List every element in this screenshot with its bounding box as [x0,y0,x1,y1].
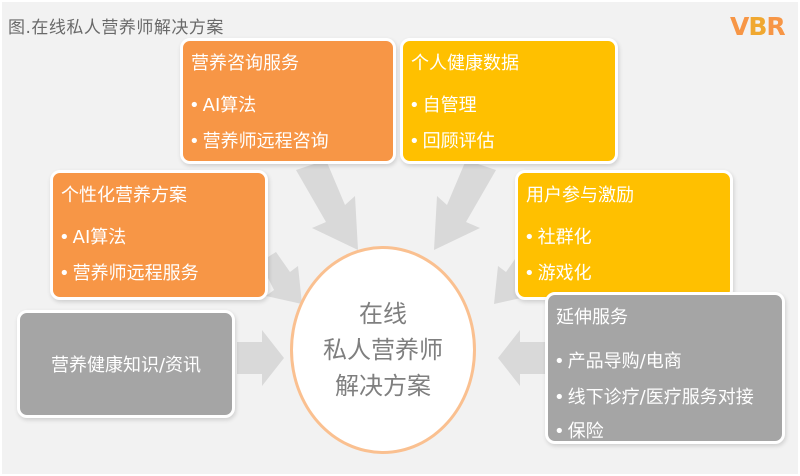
logo-letter-r: R [766,12,785,41]
box-head: 延伸服务 [556,307,628,328]
box-head: 营养健康知识/资讯 [50,355,202,376]
box-head: 营养咨询服务 [191,53,299,74]
box-item: 营养师远程服务 [59,259,199,285]
arrow-from-knowledge [237,330,284,386]
box-item: 营养师远程咨询 [189,127,329,153]
box-item: AI算法 [189,91,257,117]
box-item: 自管理 [409,91,477,117]
box-item: 游戏化 [524,259,592,285]
center-line-1: 在线 [359,300,407,328]
box-item: AI算法 [59,223,127,249]
box-nutrition-knowledge: 营养健康知识/资讯 [17,310,235,418]
box-item: 回顾评估 [409,127,495,153]
brand-logo: VBR [730,12,786,41]
center-circle: 在线 私人营养师 解决方案 [290,246,476,454]
box-personalized-plan: 个性化营养方案 AI算法 营养师远程服务 [50,170,268,300]
figure-title: 图.在线私人营养师解决方案 [8,18,224,38]
box-item: 社群化 [524,223,592,249]
arrow-from-personal-data [434,160,496,250]
logo-letter-b: B [748,12,767,41]
box-user-engagement: 用户参与激励 社群化 游戏化 [515,170,733,300]
box-head: 个人健康数据 [411,53,519,74]
box-item: 线下诊疗/医疗服务对接 [554,383,754,409]
arrow-from-extension [498,330,545,386]
box-personal-health-data: 个人健康数据 自管理 回顾评估 [400,38,618,164]
box-item: 产品导购/电商 [554,347,682,373]
box-item: 保险 [554,417,604,443]
box-extended-services: 延伸服务 产品导购/电商 线下诊疗/医疗服务对接 保险 [545,292,785,444]
box-nutrition-consult: 营养咨询服务 AI算法 营养师远程咨询 [180,38,396,164]
center-line-3: 解决方案 [335,372,431,400]
box-head: 个性化营养方案 [61,185,187,206]
logo-letter-v: V [730,12,749,41]
arrow-from-consult [296,160,358,250]
box-head: 用户参与激励 [526,185,634,206]
arrow-from-personalized [260,252,302,304]
center-line-2: 私人营养师 [323,336,443,364]
